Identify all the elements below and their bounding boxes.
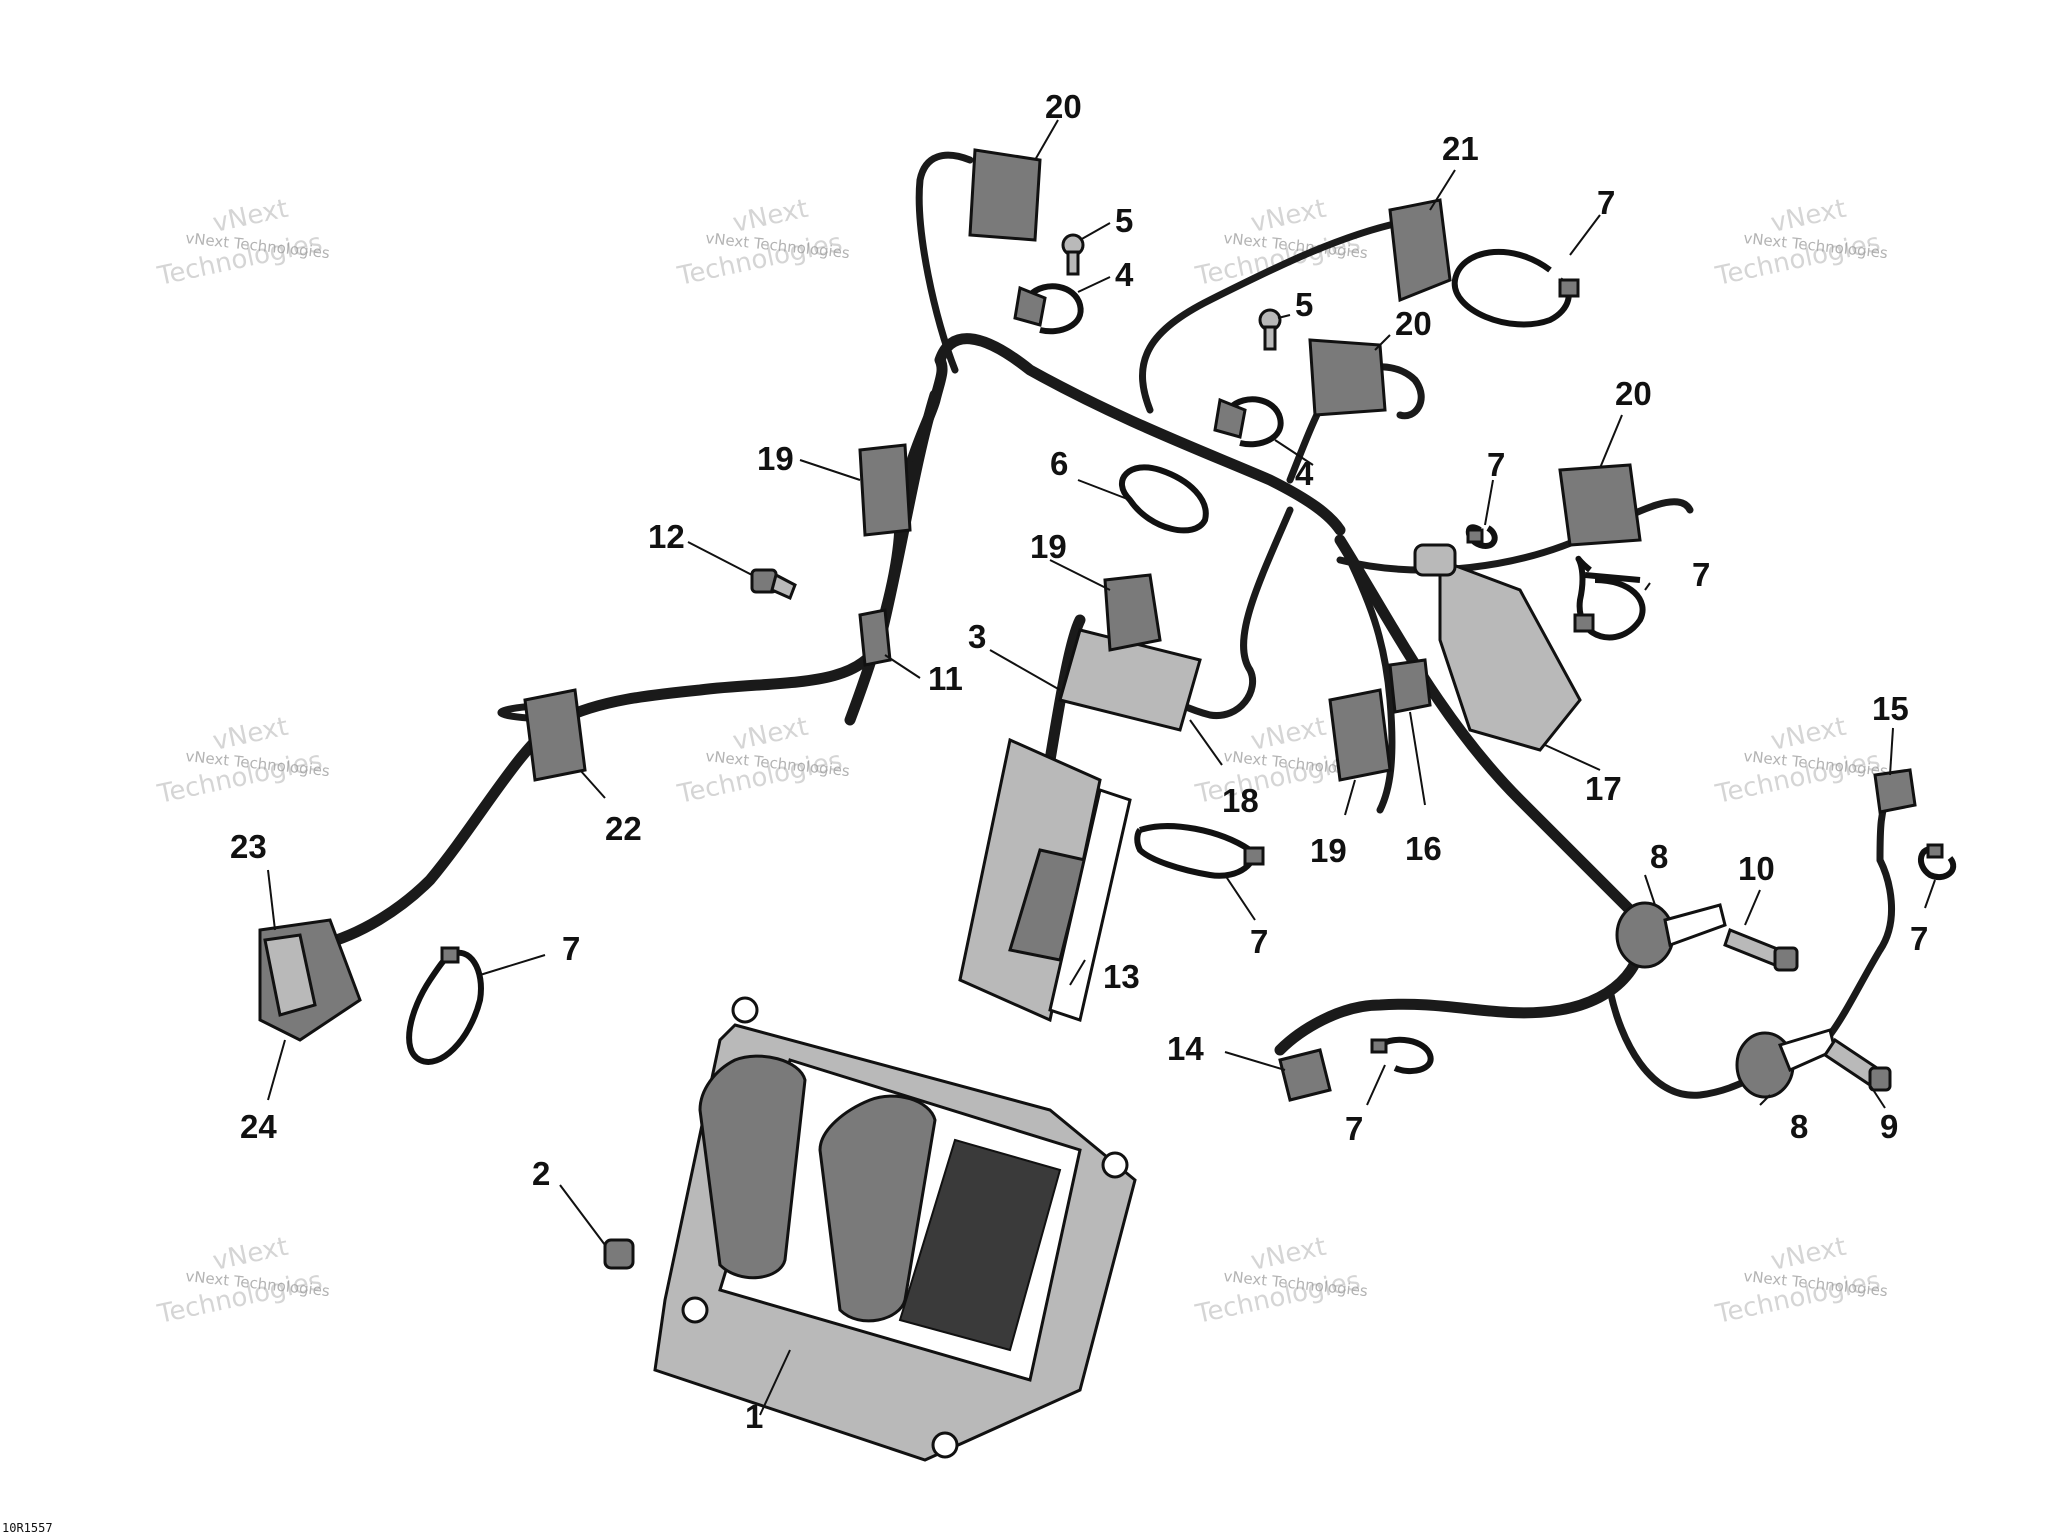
watermark: vNext Technologies vNext Technologies [1712,1232,1889,1330]
callout-8-lower: 8 [1790,1108,1808,1145]
clamp-11 [858,608,892,667]
watermark: vNext Technologies vNext Technologies [1712,712,1889,810]
callout-20-mid: 20 [1395,305,1432,342]
connector-21 [1388,198,1452,303]
callout-20-top: 20 [1045,88,1082,125]
connector-19-left [858,443,912,537]
ecu-connector-a [698,1054,807,1280]
callout-20-right: 20 [1615,375,1652,412]
drawing-code: 10R1557 [2,1521,53,1535]
callout-7-bottom: 7 [1345,1110,1363,1147]
cable-tie-7-small [1465,524,1498,549]
callout-14: 14 [1167,1030,1204,1067]
connector-20-mid [1308,338,1387,417]
ecu-module [653,996,1137,1462]
leader-lines [267,119,1936,1416]
connector-19-right [1328,688,1392,782]
grommet-8-lower [1735,1028,1837,1099]
callout-5-mid: 5 [1295,286,1313,323]
callout-7-right: 7 [1910,920,1928,957]
callout-22: 22 [605,810,642,847]
callout-16: 16 [1405,830,1442,867]
callout-3: 3 [968,618,986,655]
ecu-label-plate [898,1138,1062,1352]
callout-5-top: 5 [1115,202,1133,239]
cable-tie-7-mid [1573,555,1646,641]
callout-15: 15 [1872,690,1909,727]
clamp-4-mid [1213,396,1284,448]
callout-21: 21 [1442,130,1479,167]
callout-labels: 1 2 3 4 4 5 5 6 7 7 7 7 7 7 7 8 8 9 10 1… [230,88,1928,1435]
cable-tie-7-bottom [1370,1036,1434,1075]
callout-12: 12 [648,518,685,555]
bolt-10 [1723,928,1799,972]
screw-5-mid [1258,308,1282,351]
callout-11: 11 [928,660,963,697]
connector-20-right [1558,463,1642,547]
callout-6: 6 [1050,445,1068,482]
watermark: vNext Technologies vNext Technologies [154,712,331,810]
watermark: vNext Technologies vNext Technologies [154,1232,331,1330]
watermark: vNext Technologies vNext Technologies [1712,194,1889,292]
connector-15 [1873,768,1917,814]
watermark: vNext Technologies vNext Technologies [674,194,851,292]
connector-19-center [1103,573,1162,652]
callout-13: 13 [1103,958,1140,995]
clamp-4-top [1013,283,1084,335]
callout-19-left: 19 [757,440,794,477]
callout-19-center: 19 [1030,528,1067,565]
callout-17: 17 [1585,770,1622,807]
screw-5-top [1061,233,1085,276]
callout-19-right: 19 [1310,832,1347,869]
connector-16 [1388,658,1432,714]
bolt-9 [1822,1037,1892,1092]
connector-22 [523,688,587,782]
connector-20-top [968,148,1042,242]
callout-7-center: 7 [1250,923,1268,960]
cable-tie-7-right [1918,843,1957,880]
callout-7-mid: 7 [1692,556,1710,593]
callout-2: 2 [532,1155,550,1192]
ecu-screw [603,1238,635,1270]
bolt-12 [750,568,797,601]
callout-9: 9 [1880,1108,1898,1145]
relay [1058,628,1202,732]
connector-14 [1278,1048,1332,1102]
cable-tie-7-left [406,946,484,1065]
fuse-holder [1413,543,1582,752]
ecu-bracket [958,737,1132,1023]
watermark: vNext Technologies vNext Technologies [154,194,331,292]
callout-7-topright: 7 [1597,184,1615,221]
callout-7-small: 7 [1487,446,1505,483]
clamp-6 [1119,464,1209,534]
watermark: vNext Technologies vNext Technologies [1192,1232,1369,1330]
callout-24: 24 [240,1108,277,1145]
callout-4-top: 4 [1115,256,1134,293]
callout-10: 10 [1738,850,1775,887]
grommet-8-upper [1615,901,1727,969]
callout-1: 1 [745,1398,763,1435]
callout-18: 18 [1222,782,1259,819]
connector-23-24 [258,918,362,1042]
watermark: vNext Technologies vNext Technologies [674,712,851,810]
callout-7-left: 7 [562,930,580,967]
callout-23: 23 [230,828,267,865]
callout-4-mid: 4 [1295,455,1314,492]
cable-tie-7-topright [1451,248,1580,328]
cable-tie-7-center [1134,823,1265,879]
ecu-connector-b [818,1094,937,1323]
callout-8-upper: 8 [1650,838,1668,875]
